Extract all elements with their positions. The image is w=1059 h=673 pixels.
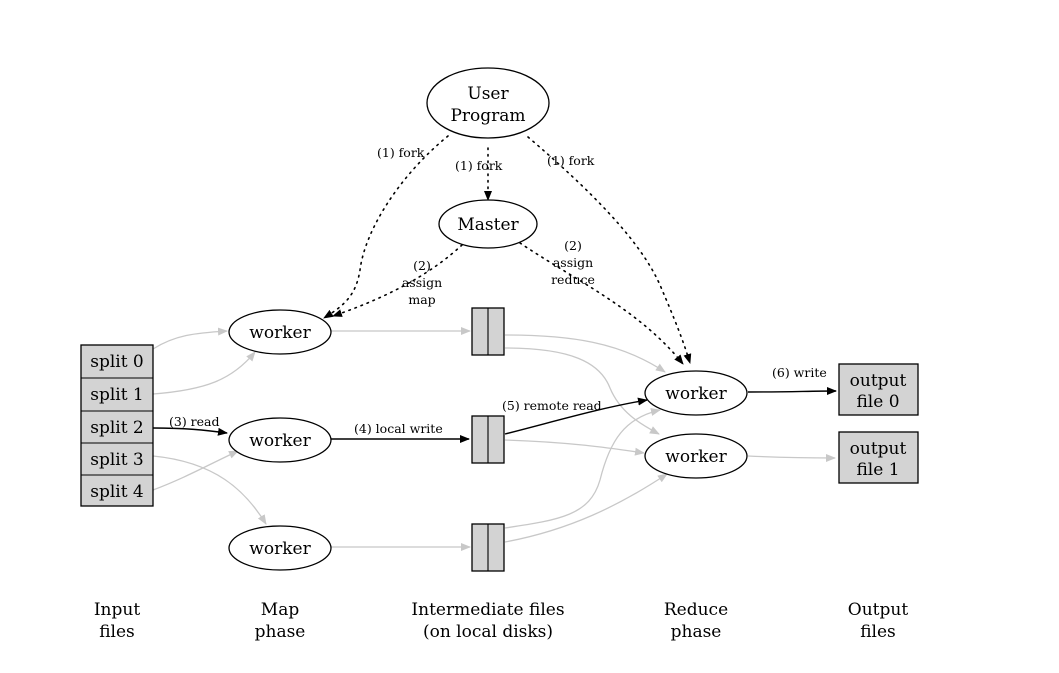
edge-file1-reduce1 [504,347,660,435]
master-node: Master [438,199,538,249]
map-worker-0: worker [228,309,332,355]
assign-reduce-label-3: reduce [551,272,595,287]
output-file-1-label-1: output [850,439,907,459]
split-1-label: split 1 [90,385,144,405]
edge-file3-reduce1 [504,473,668,543]
phase-intermediate-label-1: Intermediate files [411,600,564,620]
phase-input-label-2: files [99,622,135,642]
edge-labels: (1) fork (1) fork (1) fork (2) assign ma… [169,145,827,436]
output-file-0: output file 0 [838,363,919,416]
assign-reduce-label-1: (2) [564,238,582,253]
intermediate-file-2 [471,523,505,572]
edge-assign-map [332,244,463,317]
local-write-label: (4) local write [354,421,443,436]
phase-map-label-2: phase [255,622,306,642]
input-splits: split 0 split 1 split 2 split 3 split 4 [80,344,154,507]
edge-read [152,427,228,436]
map-worker-2-label: worker [249,539,311,559]
edge-split4-worker2 [152,450,239,491]
phase-output-label-2: files [860,622,896,642]
intermediate-file-1 [471,415,505,464]
map-worker-0-label: worker [249,323,311,343]
write-label: (6) write [772,365,827,380]
edge-write [747,387,837,396]
reduce-worker-1: worker [644,433,748,479]
split-4-label: split 4 [90,482,144,502]
reduce-worker-0: worker [644,370,748,416]
map-worker-1-label: worker [249,431,311,451]
phase-reduce-label-1: Reduce [664,600,728,620]
output-file-0-label-1: output [850,371,907,391]
phase-intermediate-label-2: (on local disks) [423,622,553,642]
user-program-node: User Program [426,67,550,139]
edge-file1-reduce0 [504,334,666,373]
fork-center-label: (1) fork [455,158,503,173]
assign-reduce-label-2: assign [553,255,593,270]
edge-file2-reduce1 [504,439,645,456]
edge-remote-read [504,397,648,435]
user-program-label-1: User [467,84,509,104]
split-2-label: split 2 [90,418,144,438]
phase-reduce-label-2: phase [671,622,722,642]
phase-input-label-1: Input [94,600,140,620]
edge-split0-worker1 [152,327,228,350]
remote-read-label: (5) remote read [502,398,602,413]
master-label: Master [457,215,519,235]
reduce-worker-0-label: worker [665,384,727,404]
phase-output-label-1: Output [848,600,909,620]
assign-map-label-3: map [408,292,435,307]
edge-file3-reduce0 [504,408,661,529]
intermediate-file-0 [471,307,505,356]
edge-split3-worker3 [152,455,267,525]
map-worker-1: worker [228,417,332,463]
edge-reduce1-output1 [747,453,836,462]
split-0-label: split 0 [90,352,144,372]
output-file-0-label-2: file 0 [856,392,899,412]
phase-map-label-1: Map [261,600,300,620]
assign-map-label-1: (2) [413,258,431,273]
control-edges [323,135,692,365]
fork-left-label: (1) fork [377,145,425,160]
edge-fork-left [323,135,449,319]
output-file-1-label-2: file 1 [856,460,899,480]
active-edges [152,387,837,443]
split-3-label: split 3 [90,450,144,470]
phase-labels: Input files Map phase Intermediate files… [94,600,909,642]
fork-right-label: (1) fork [547,153,595,168]
assign-map-label-2: assign [402,275,442,290]
edge-fork-right [527,136,692,364]
reduce-worker-1-label: worker [665,447,727,467]
read-label: (3) read [169,414,220,429]
map-worker-2: worker [228,525,332,571]
edge-split1-worker1 [152,351,256,395]
user-program-label-2: Program [450,106,525,126]
inactive-edges [152,327,836,551]
output-file-1: output file 1 [838,431,919,484]
edge-assign-reduce [519,242,684,365]
